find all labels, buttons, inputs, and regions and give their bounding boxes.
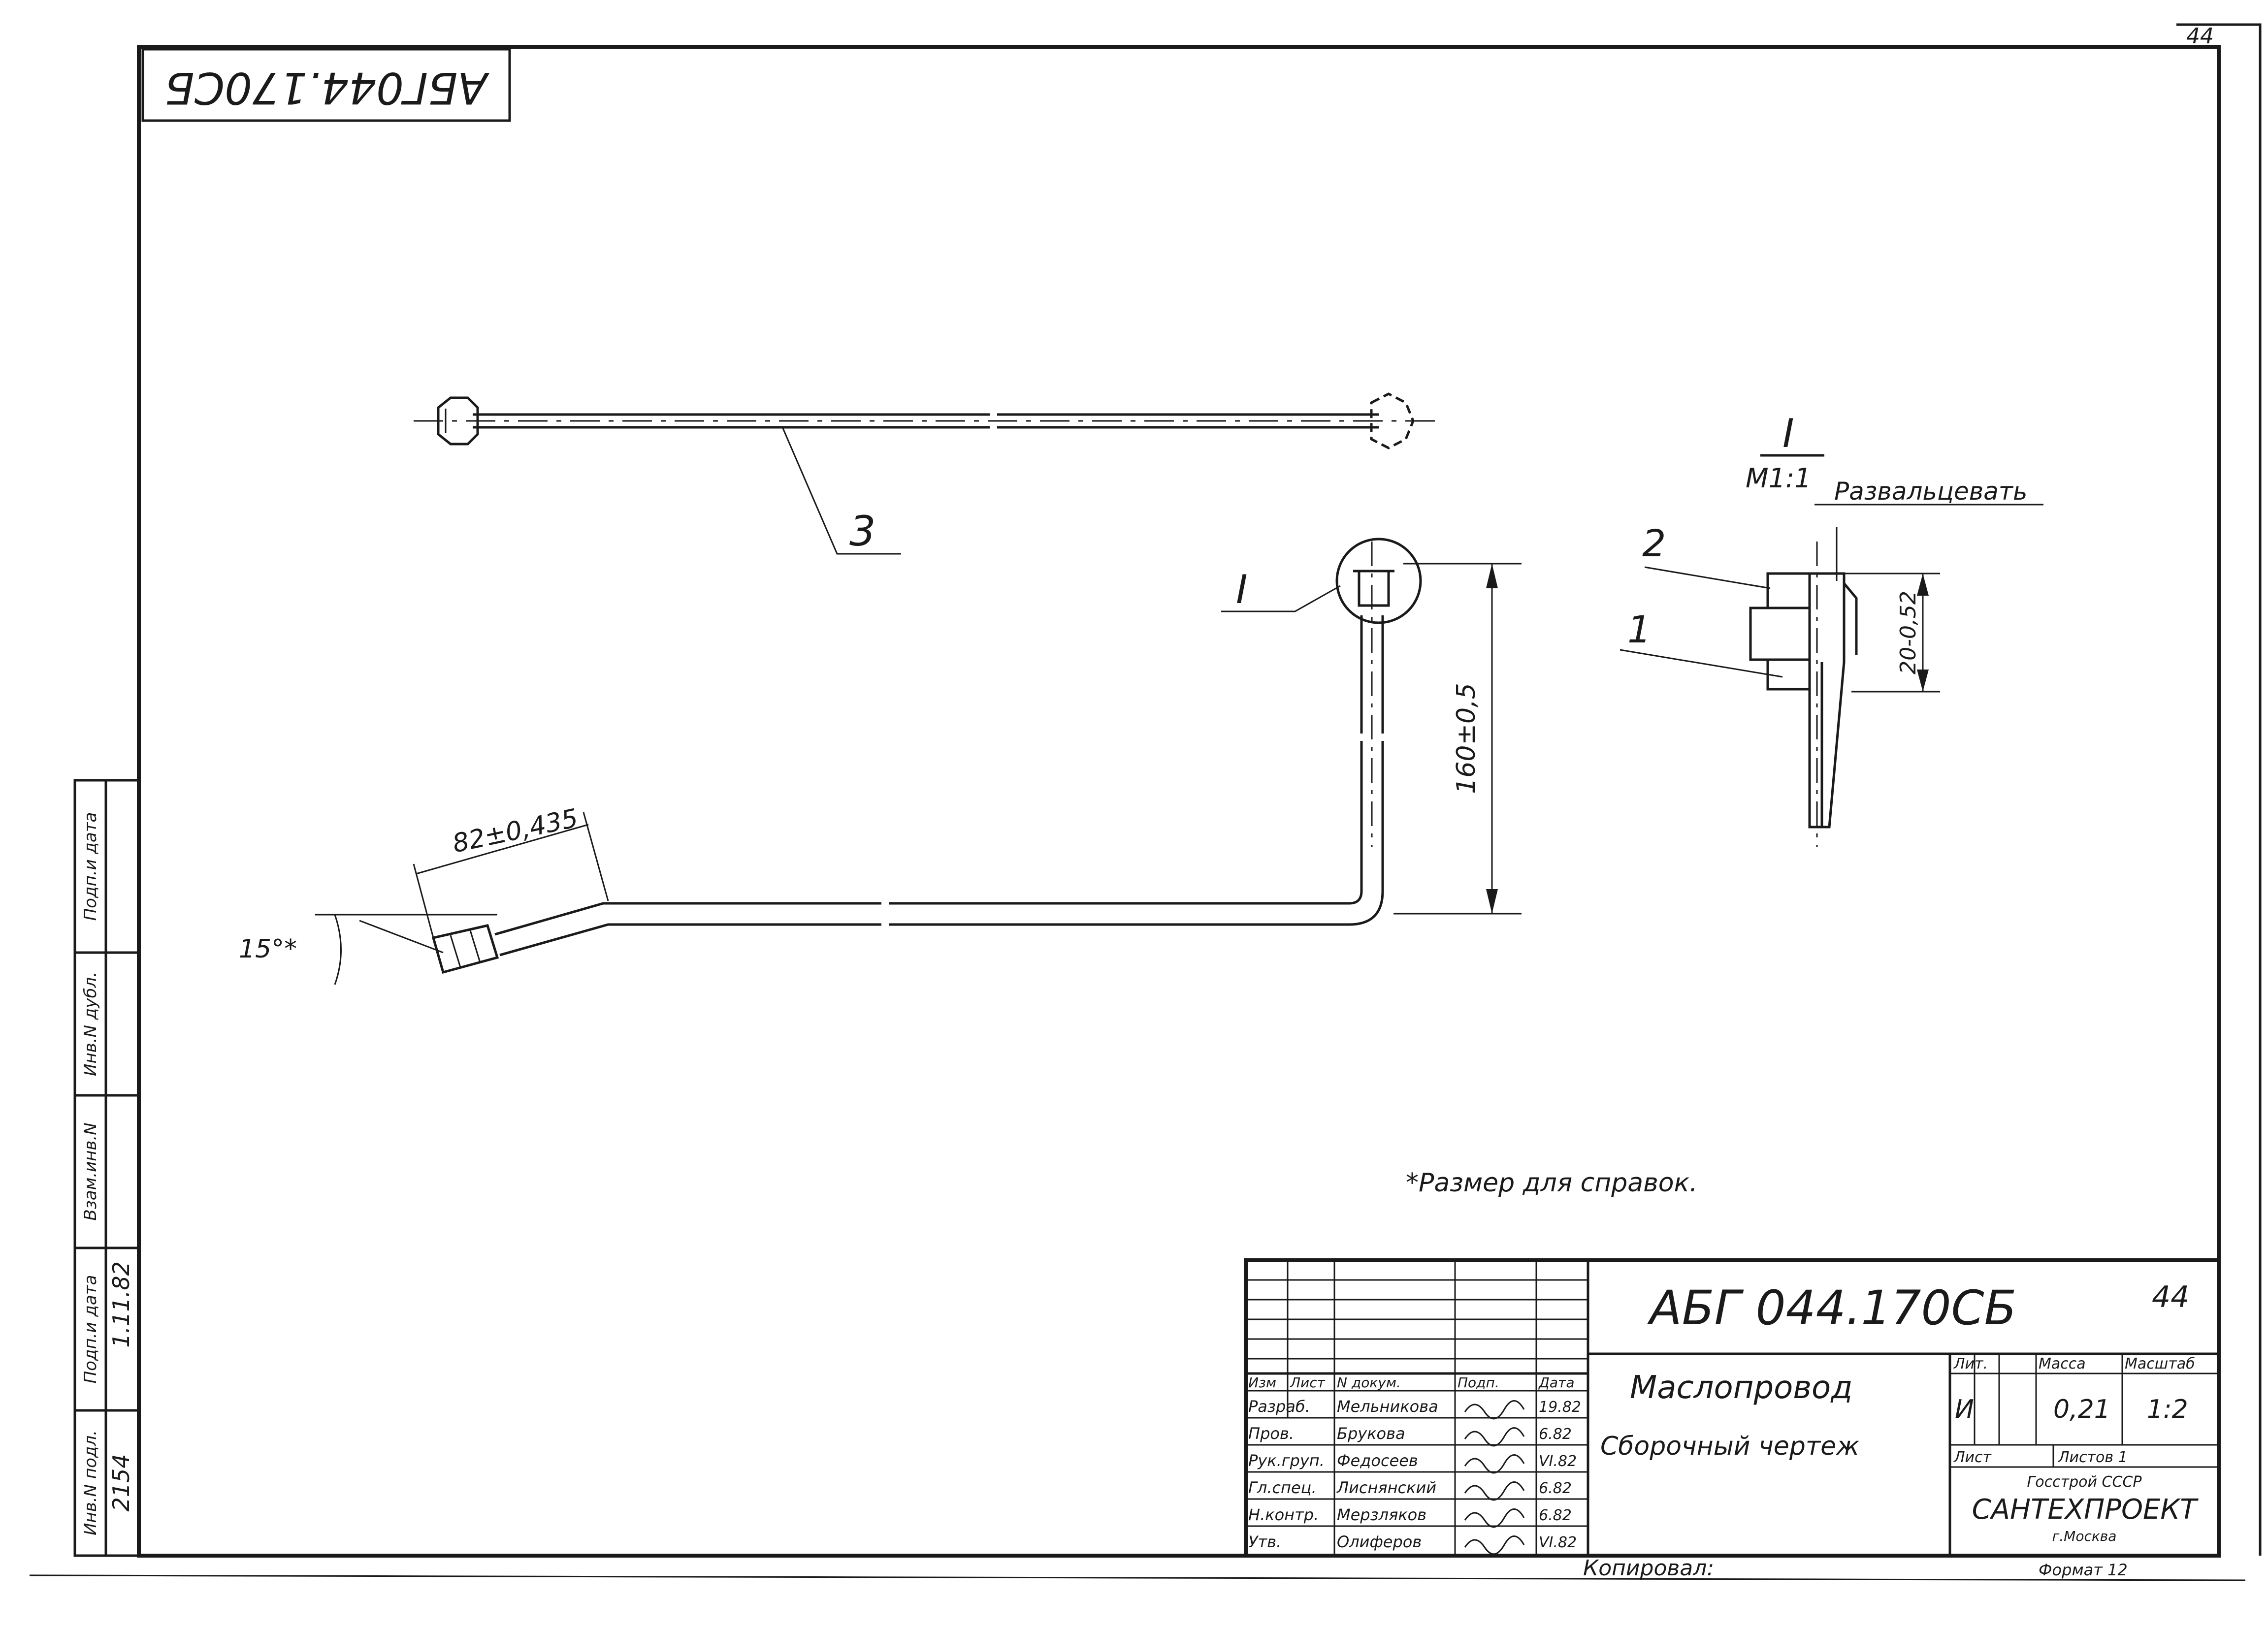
tube-top-view	[414, 392, 1443, 555]
detail-note-label: Развальцевать	[1834, 477, 2027, 506]
role-checker: Пров.	[1248, 1424, 1294, 1443]
person-norm-control: Мерзляков	[1337, 1505, 1426, 1524]
date-developer: 19.82	[1539, 1399, 1581, 1416]
position-2-label: 2	[1642, 521, 1666, 565]
role-chief-spec: Гл.спец.	[1248, 1478, 1317, 1497]
signatures	[1464, 1400, 1525, 1555]
position-3-label: 3	[849, 507, 875, 555]
role-group-lead: Рук.груп.	[1248, 1451, 1325, 1470]
detail-scale-label: М1:1	[1746, 463, 1812, 494]
dim-detail-label: 20-0,52	[1896, 591, 1921, 674]
format-label: Формат 12	[2039, 1561, 2128, 1579]
side-label-sign-date-1: Подп.и дата	[81, 1275, 100, 1384]
role-approver: Утв.	[1248, 1532, 1281, 1551]
position-1-label: 1	[1627, 607, 1651, 651]
detail-title-label: I	[1782, 411, 1794, 456]
person-approver: Олиферов	[1337, 1532, 1422, 1551]
tube-bent-view	[359, 538, 1422, 974]
side-stamp: Инв.N подл. Подп.и дата Взам.инв.N Инв.N…	[73, 779, 140, 1557]
view-marker-label: I	[1236, 567, 1248, 612]
side-sign-date: 1.11.82	[108, 1261, 134, 1348]
person-developer: Мельникова	[1337, 1397, 1438, 1416]
header-date: Дата	[1538, 1374, 1575, 1391]
org-line-1: Госстрой СССР	[2027, 1473, 2142, 1491]
org-line-3: г.Москва	[2052, 1528, 2117, 1544]
lit-label: Лит.	[1953, 1355, 1988, 1373]
sheets-label: Листов 1	[2058, 1449, 2128, 1466]
rotated-stamp: АБГ044.170СБ	[141, 48, 511, 122]
title-designation: АБГ 044.170СБ	[1647, 1280, 2016, 1336]
title-doc-type: Сборочный чертеж	[1600, 1432, 1859, 1461]
date-approver: VI.82	[1539, 1534, 1577, 1551]
reference-note: *Размер для справок.	[1406, 1168, 1698, 1198]
title-name: Маслопровод	[1630, 1370, 1852, 1406]
org-line-2: САНТЕХПРОЕКТ	[1972, 1494, 2199, 1526]
header-rev: Изм	[1248, 1374, 1276, 1391]
date-norm-control: 6.82	[1539, 1507, 1572, 1524]
date-chief-spec: 6.82	[1539, 1480, 1572, 1497]
page-number: 44	[2186, 24, 2214, 49]
side-label-inv-orig: Инв.N подл.	[81, 1430, 100, 1535]
copied-label: Копировал:	[1583, 1556, 1714, 1581]
header-sheet: Лист	[1290, 1374, 1326, 1391]
lit-value: И	[1955, 1395, 1974, 1424]
person-group-lead: Федосеев	[1337, 1451, 1418, 1470]
title-sheet-mark: 44	[2152, 1280, 2189, 1314]
role-norm-control: Н.контр.	[1248, 1505, 1319, 1524]
dim-angle	[315, 914, 497, 985]
person-checker: Брукова	[1337, 1424, 1405, 1443]
dim-angle-label: 15°*	[239, 934, 297, 964]
dim-height	[1393, 563, 1522, 915]
scale-label: Масштаб	[2125, 1355, 2195, 1373]
dim-length-label: 82±0,435	[450, 803, 581, 859]
header-doc-no: N докум.	[1337, 1374, 1401, 1391]
role-developer: Разраб.	[1248, 1397, 1310, 1416]
side-label-replace-inv: Взам.инв.N	[81, 1122, 100, 1220]
date-group-lead: VI.82	[1539, 1453, 1577, 1470]
scale-value: 1:2	[2147, 1395, 2188, 1424]
side-label-inv-dup: Инв.N дубл.	[81, 972, 100, 1076]
date-checker: 6.82	[1539, 1426, 1572, 1443]
mass-value: 0,21	[2053, 1395, 2110, 1424]
mass-label: Масса	[2039, 1355, 2086, 1373]
detail-view	[1620, 454, 2043, 847]
title-block	[1244, 1258, 2221, 1558]
side-label-sign-date-2: Подп.и дата	[81, 812, 100, 921]
dim-length	[413, 812, 609, 938]
dim-height-label: 160±0,5	[1452, 683, 1481, 794]
rotated-designation: АБГ044.170СБ	[164, 63, 489, 113]
sheet-label: Лист	[1953, 1449, 1992, 1466]
side-inv-number: 2154	[108, 1454, 134, 1511]
person-chief-spec: Лиснянский	[1336, 1478, 1436, 1497]
header-sign: Подп.	[1458, 1374, 1499, 1391]
sheet-frame	[29, 23, 2262, 1581]
